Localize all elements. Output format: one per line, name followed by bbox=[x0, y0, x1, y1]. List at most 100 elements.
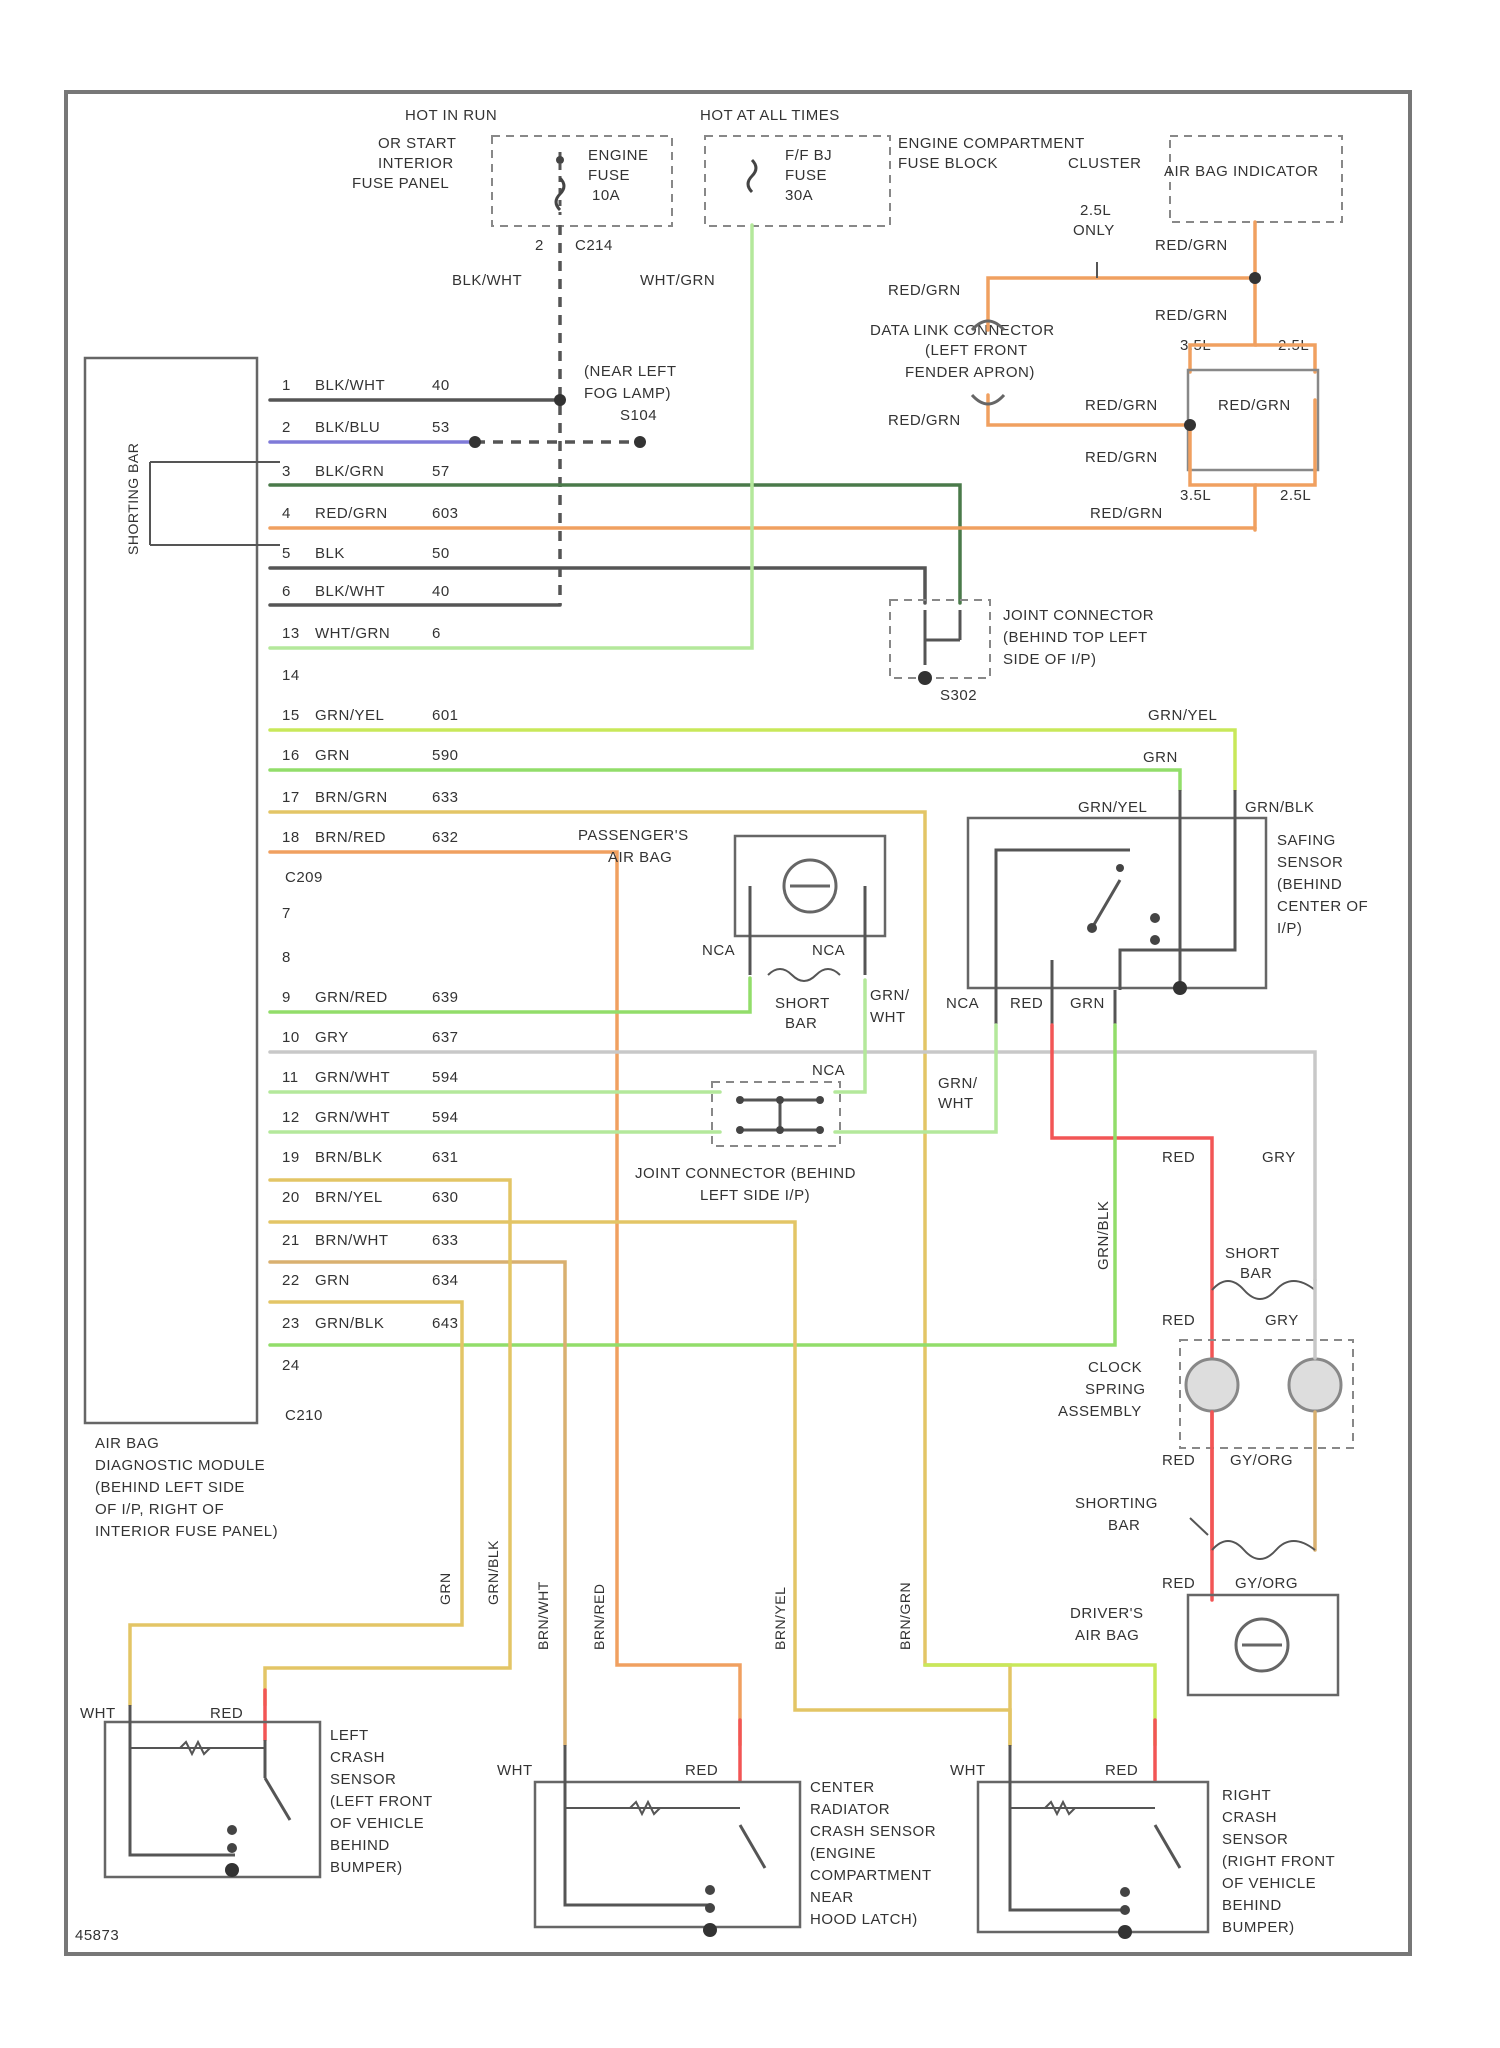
pin-wire-color: BLK/WHT bbox=[315, 377, 385, 394]
v-brn-red-label: BRN/RED bbox=[591, 1583, 607, 1650]
short-bar-1-label: SHORT bbox=[775, 995, 830, 1012]
only-25-label-a: 2.5L bbox=[1080, 202, 1111, 219]
short-bar-2-label: BAR bbox=[785, 1015, 817, 1032]
red-a-label: RED bbox=[1162, 1149, 1195, 1166]
left-sensor-label-1: LEFT bbox=[330, 1727, 369, 1744]
pin-wire-color: GRN bbox=[315, 1272, 350, 1289]
pin-number: 10 bbox=[282, 1029, 300, 1046]
module-name-1: AIR BAG bbox=[95, 1435, 159, 1452]
grn-wht-2-label: WHT bbox=[870, 1009, 906, 1026]
joint-connector-label-2: (BEHIND TOP LEFT bbox=[1003, 629, 1148, 646]
pin-wire-color: GRN/WHT bbox=[315, 1069, 390, 1086]
pin-number: 19 bbox=[282, 1149, 300, 1166]
right-wht-label: WHT bbox=[950, 1762, 986, 1779]
red-grn-label-1: RED/GRN bbox=[1155, 237, 1228, 254]
clock-label-3: ASSEMBLY bbox=[1058, 1403, 1142, 1420]
joint-nca-label: NCA bbox=[812, 1062, 845, 1079]
module-name-4: OF I/P, RIGHT OF bbox=[95, 1501, 224, 1518]
center-sensor-label-2: RADIATOR bbox=[810, 1801, 890, 1818]
pin-number: 4 bbox=[282, 505, 291, 522]
pin-number: 22 bbox=[282, 1272, 300, 1289]
right-sensor-label-6: BEHIND bbox=[1222, 1897, 1282, 1914]
red-grn-label-7: RED/GRN bbox=[1085, 449, 1158, 466]
pin-wire-color: WHT/GRN bbox=[315, 625, 390, 642]
joint-connector-label-1: JOINT CONNECTOR bbox=[1003, 607, 1154, 624]
v-brn-wht-label: BRN/WHT bbox=[535, 1581, 551, 1650]
c214-label: C214 bbox=[575, 237, 613, 254]
nca-1-label: NCA bbox=[702, 942, 735, 959]
pin-number: 5 bbox=[282, 545, 291, 562]
pin-circuit-number: 594 bbox=[432, 1109, 459, 1126]
wire-grn-blk-pin23 bbox=[270, 1025, 1115, 1345]
pin-circuit-number: 601 bbox=[432, 707, 459, 724]
pin-number: 6 bbox=[282, 583, 291, 600]
right-sensor-label-4: (RIGHT FRONT bbox=[1222, 1853, 1335, 1870]
right-sensor-label-7: BUMPER) bbox=[1222, 1919, 1295, 1936]
dlc-label-3: FENDER APRON) bbox=[905, 364, 1035, 381]
pin-circuit-number: 603 bbox=[432, 505, 459, 522]
pin-number: 15 bbox=[282, 707, 300, 724]
engine-fuse-label-1: ENGINE bbox=[588, 147, 649, 164]
wire-brn-red-pin18 bbox=[270, 852, 740, 1745]
joint-connector-label-3: SIDE OF I/P) bbox=[1003, 651, 1097, 668]
safing-sensor bbox=[968, 818, 1266, 988]
pin-wire-color: BLK/GRN bbox=[315, 463, 384, 480]
grn-wht-1-label: GRN/ bbox=[870, 987, 910, 1004]
instrument-cluster-label: CLUSTER bbox=[1068, 155, 1142, 172]
grn-yel-r-label: GRN/YEL bbox=[1148, 707, 1217, 724]
pin-circuit-number: 632 bbox=[432, 829, 459, 846]
right-sensor-label-5: OF VEHICLE bbox=[1222, 1875, 1316, 1892]
v-grn-blk-label: GRN/BLK bbox=[485, 1540, 501, 1605]
pin-circuit-number: 594 bbox=[432, 1069, 459, 1086]
center-sensor-label-6: NEAR bbox=[810, 1889, 854, 1906]
joint-left-label-1: JOINT CONNECTOR (BEHIND bbox=[635, 1165, 856, 1182]
driver-air-bag-label-2: AIR BAG bbox=[1075, 1627, 1139, 1644]
pin-wire-color: GRN/YEL bbox=[315, 707, 384, 724]
left-sensor-label-6: BEHIND bbox=[330, 1837, 390, 1854]
red-grn-label-5: RED/GRN bbox=[1085, 397, 1158, 414]
pin-number: 12 bbox=[282, 1109, 300, 1126]
right-sensor-label-3: SENSOR bbox=[1222, 1831, 1288, 1848]
module-name-2: DIAGNOSTIC MODULE bbox=[95, 1457, 265, 1474]
pin-number: 17 bbox=[282, 789, 300, 806]
engine-compartment-label-2: FUSE BLOCK bbox=[898, 155, 998, 172]
pin-number: 14 bbox=[282, 667, 300, 684]
red-grn-label-3: RED/GRN bbox=[1155, 307, 1228, 324]
pin-circuit-number: 40 bbox=[432, 583, 450, 600]
ff-fuse-label-2: FUSE bbox=[785, 167, 827, 184]
pin-circuit-number: 631 bbox=[432, 1149, 459, 1166]
pin-number: 3 bbox=[282, 463, 291, 480]
pin-number: 24 bbox=[282, 1357, 300, 1374]
left-sensor-label-4: (LEFT FRONT bbox=[330, 1793, 433, 1810]
c209-label: C209 bbox=[285, 869, 323, 886]
hot-in-run-label: HOT IN RUN bbox=[405, 107, 497, 124]
passenger-air-bag-label-2: AIR BAG bbox=[608, 849, 672, 866]
l25-label-b: 2.5L bbox=[1280, 487, 1311, 504]
near-left-fog-label-3: S104 bbox=[620, 407, 657, 424]
or-start-label: OR START bbox=[378, 135, 456, 152]
pin-circuit-number: 40 bbox=[432, 377, 450, 394]
v-brn-yel-label: BRN/YEL bbox=[772, 1587, 788, 1650]
shorting-bar-label: SHORTING BAR bbox=[125, 443, 141, 555]
engine-fuse-symbol bbox=[556, 152, 564, 215]
passenger-air-bag-label-1: PASSENGER'S bbox=[578, 827, 689, 844]
safing-red-label: RED bbox=[1010, 995, 1043, 1012]
joint-connector-left bbox=[712, 1082, 840, 1146]
grn-blk-s-label: GRN/BLK bbox=[1245, 799, 1314, 816]
wire-grn-yel-pin15 bbox=[270, 730, 1235, 790]
pin-wire-color: GRN/RED bbox=[315, 989, 388, 1006]
ff-fuse-symbol bbox=[748, 160, 756, 192]
engine-compartment-label-1: ENGINE COMPARTMENT bbox=[898, 135, 1085, 152]
v-brn-grn-label: BRN/GRN bbox=[897, 1582, 913, 1650]
pin-number: 21 bbox=[282, 1232, 300, 1249]
pin-number: 23 bbox=[282, 1315, 300, 1332]
safing-label-1: SAFING bbox=[1277, 832, 1336, 849]
safing-label-2: SENSOR bbox=[1277, 854, 1343, 871]
pin-wire-color: GRY bbox=[315, 1029, 349, 1046]
pin-circuit-number: 633 bbox=[432, 1232, 459, 1249]
left-wht-label: WHT bbox=[80, 1705, 116, 1722]
wire-blk-blu-pin2 bbox=[270, 436, 646, 448]
pin-wire-color: RED/GRN bbox=[315, 505, 388, 522]
left-red-label: RED bbox=[210, 1705, 243, 1722]
